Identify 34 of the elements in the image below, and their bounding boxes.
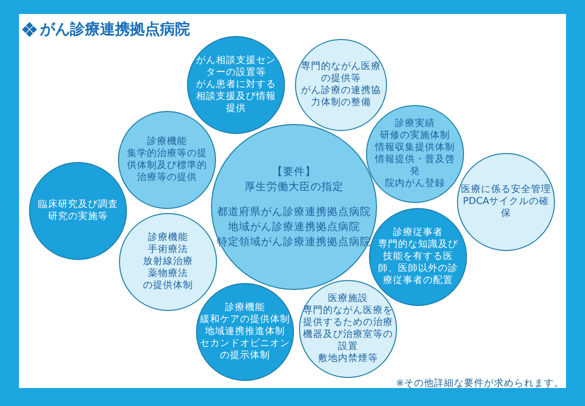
- circle-text: 診療機能: [225, 302, 265, 314]
- circle-text: PDCAサイクルの確保: [462, 196, 550, 220]
- circle-text: がん診療の連携協力体制の整備: [300, 85, 382, 109]
- circle-text: セカンドオピニオンの提示体制: [200, 338, 290, 362]
- circle-text: 都道府県がん診療連携拠点病院: [217, 204, 371, 220]
- circle-text: 専門的ながん医療の提供等: [300, 61, 382, 85]
- circle-text: 研修の実施体制: [380, 130, 450, 142]
- circle-text: 院内がん登録: [385, 178, 445, 190]
- circle-text: 診療機能: [147, 136, 187, 148]
- circle-text: 医療施設: [328, 293, 368, 305]
- circle-text: 手術療法: [148, 244, 188, 256]
- circle-text: 専門的ながん医療を提供するための治療機器及び治療室等の設置: [302, 305, 394, 353]
- footnote: ※その他詳細な要件が求められます。: [396, 377, 564, 390]
- circle-text: 診療機能: [148, 232, 188, 244]
- circle-text: 医療に係る安全管理: [461, 184, 551, 196]
- circle-text: の提供体制: [143, 280, 193, 292]
- circle-text: 厚生労働大臣の指定: [244, 180, 344, 194]
- circle-text: 診療従事者: [393, 227, 443, 239]
- circle-text: 情報提供・普及啓発: [374, 154, 456, 178]
- circle-text: 診療実績: [395, 118, 435, 130]
- circle-text: 地域連携推進体制: [205, 326, 285, 338]
- circle-text: 緩和ケアの提供体制: [200, 314, 290, 326]
- circle-text: 臨床研究及び調査研究の実施等: [38, 199, 118, 223]
- circle-text: 放射線治療: [143, 256, 193, 268]
- circle-text: 専門的な知識及び技能を有する医師、医師以外の診療従事者の配置: [378, 239, 458, 287]
- circle-text: 地域がん診療連携拠点病院: [228, 220, 360, 234]
- circle-text: がん相談支援センターの設置等: [196, 55, 276, 79]
- circle-text: 薬物療法: [148, 268, 188, 280]
- circle-text: 敷地内禁煙等: [318, 353, 378, 365]
- circle-text: 【要件】: [272, 164, 316, 180]
- title: がん診療連携拠点病院: [40, 20, 190, 39]
- circle-text: 集学的治療等の提供体制及び標準的治療等の提供: [126, 148, 208, 184]
- circle-text: 情報収集提供体制: [375, 142, 455, 154]
- circle-text: がん患者に対する相談支援及び情報提供: [196, 79, 276, 115]
